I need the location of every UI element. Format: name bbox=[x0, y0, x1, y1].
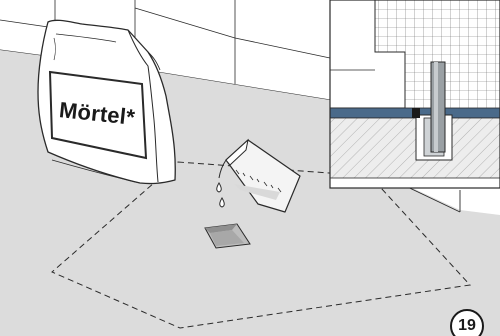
post-cross-section-icon bbox=[330, 0, 500, 188]
mortar-bag-label: Mörtel* bbox=[49, 75, 146, 152]
step-number-badge: 19 bbox=[450, 309, 484, 336]
